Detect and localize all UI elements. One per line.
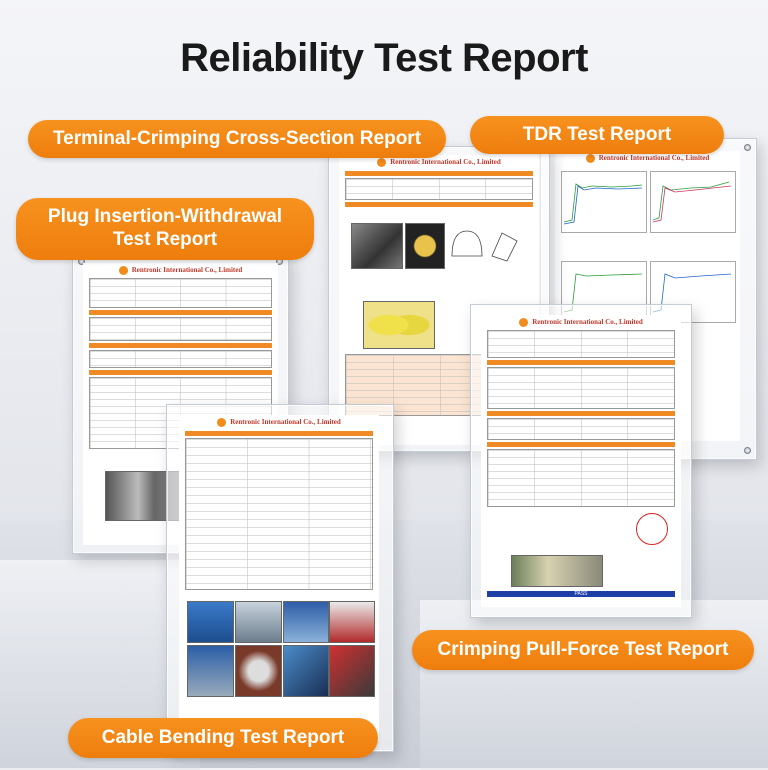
bending-rig-photo-3 (283, 601, 329, 643)
pull-force-report-sheet: Rentronic International Co., Limited PAS… (481, 315, 681, 607)
pass-banner: PASS (487, 591, 675, 597)
company-logo-icon (118, 265, 128, 275)
label-tdr: TDR Test Report (470, 116, 724, 154)
bending-rig-photo-6 (235, 645, 282, 697)
tdr-report-panel: Rentronic International Co., Limited (540, 138, 757, 460)
mounting-peg (744, 447, 751, 454)
crimp-machine-photo (351, 223, 403, 269)
company-name: Rentronic International Co., Limited (230, 418, 341, 426)
crimp-diagram (447, 221, 527, 269)
company-name: Rentronic International Co., Limited (598, 154, 710, 162)
pull-force-gauge-photo (511, 555, 603, 587)
company-name: Rentronic International Co., Limited (131, 266, 243, 274)
company-logo-icon (217, 417, 227, 427)
approval-stamp (636, 513, 668, 545)
company-logo-icon (519, 317, 529, 327)
company-name: Rentronic International Co., Limited (532, 318, 643, 326)
bending-rig-photo-1 (187, 601, 234, 643)
crimp-cross-section-photo (405, 223, 445, 269)
label-crimping-cross-section: Terminal-Crimping Cross-Section Report (28, 120, 446, 158)
cable-bending-report-panel: Rentronic International Co., Limited (166, 404, 394, 752)
bending-rig-photo-7 (283, 645, 329, 697)
company-logo-icon (377, 157, 387, 167)
company-name: Rentronic International Co., Limited (390, 158, 501, 166)
label-plug-insertion: Plug Insertion-Withdrawal Test Report (16, 198, 314, 260)
bending-rig-photo-5 (187, 645, 234, 697)
label-crimping-pull-force: Crimping Pull-Force Test Report (412, 630, 754, 670)
bending-rig-photo-4 (329, 601, 375, 643)
bending-rig-photo-8 (329, 645, 375, 697)
page-title: Reliability Test Report (180, 36, 588, 80)
pull-force-report-panel: Rentronic International Co., Limited PAS… (470, 304, 692, 618)
mounting-peg (744, 144, 751, 151)
company-logo-icon (585, 153, 595, 163)
tdr-chart-2 (650, 171, 736, 233)
pedestal-right (420, 600, 768, 770)
bending-rig-photo-2 (235, 601, 282, 643)
label-cable-bending: Cable Bending Test Report (68, 718, 378, 758)
cross-section-yellow-photo (363, 301, 435, 349)
cable-bending-report-sheet: Rentronic International Co., Limited (179, 415, 379, 741)
tdr-chart-1 (561, 171, 647, 233)
